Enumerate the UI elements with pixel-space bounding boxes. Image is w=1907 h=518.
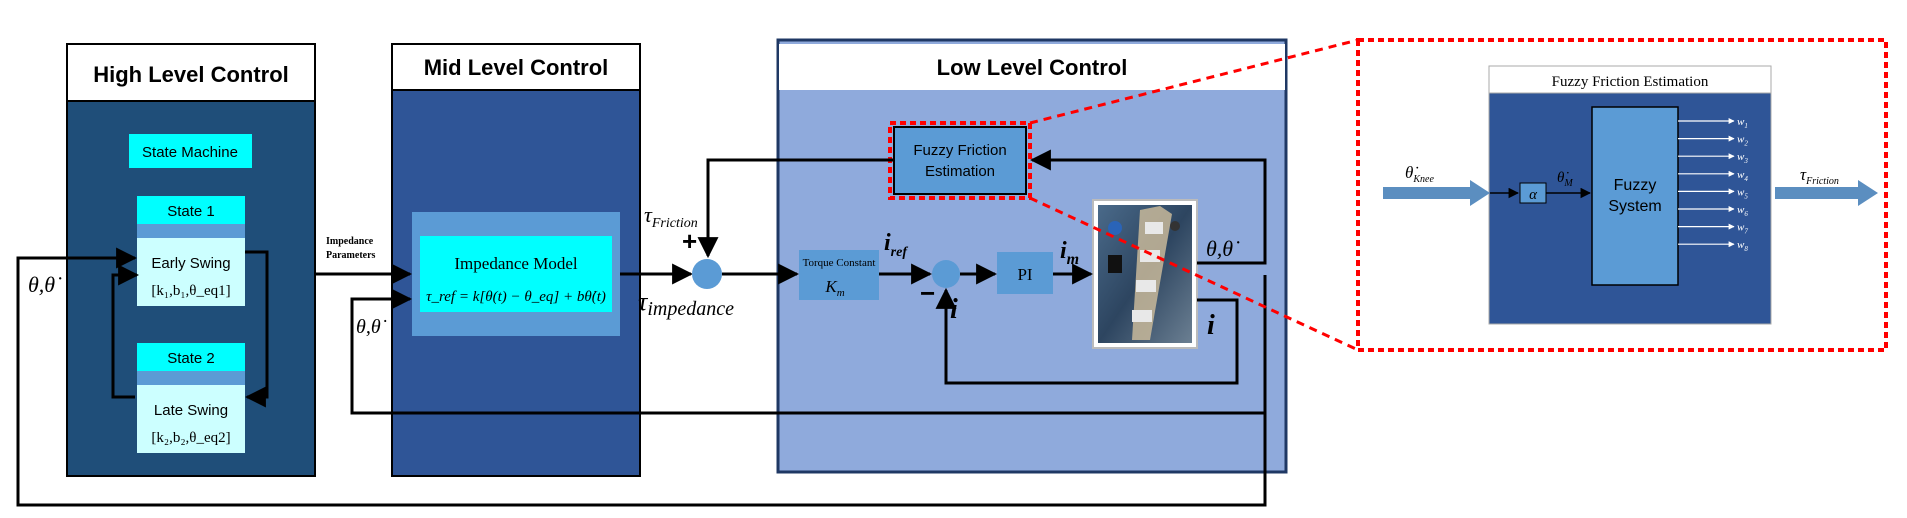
fuzzy-detail-title: Fuzzy Friction Estimation [1552,74,1709,90]
theta-label-left: θ,θ̇ [28,272,62,297]
output-arrow [1775,180,1878,206]
iref-label: iref [884,230,908,260]
low-level-title-box [779,44,1285,90]
transition-left [111,264,140,399]
state1-header: State 1 [167,203,215,220]
fuzzy-system-line2: System [1608,198,1661,215]
state1-body [137,238,245,306]
fuzzy-friction-block [893,126,1027,195]
friction-feedback-wire [697,158,894,259]
outer-feedback-wire [16,247,1267,507]
state1-params: [k₁,b₁,θ_eq1] [151,283,230,299]
fuzzy-detail-panel: Fuzzy Friction Estimation θ̇Knee α θ̇M F… [1356,38,1888,352]
low-level-title: Low Level Control [937,55,1128,80]
weight-label-6: w6 [1737,204,1748,218]
torque-constant-block [799,250,879,300]
impedance-params-line1: Impedance [326,236,374,247]
km-label: Km [824,277,844,299]
knee-prosthesis-photo [1092,199,1198,349]
low-level-control-panel: Low Level Control Fuzzy Friction Estimat… [776,38,1288,474]
fuzzy-detail-title-box [1488,65,1772,94]
fuzzy-system-block [1591,106,1679,286]
output-label: τFriction [1800,165,1839,187]
state2-strip [137,371,245,385]
high-level-title-box [66,43,316,102]
weight-label-2: w2 [1737,134,1748,148]
state1-name: Early Swing [151,255,230,272]
weight-label-3: w3 [1737,151,1748,165]
i-feedback-label: i [950,294,958,325]
mid-level-title-box [391,43,641,91]
mid-level-control-panel: Mid Level Control Impedance Model τ_ref … [391,43,641,477]
plus-sign: + [682,226,697,256]
state2-name: Late Swing [154,402,228,419]
input-arrow [1383,180,1490,206]
weight-outputs: w1 w2 w3 w4 w5 w6 w7 w8 [1678,116,1748,253]
state-machine-box [129,134,252,168]
alpha-label: α [1529,187,1538,203]
fuzzy-system-line1: Fuzzy [1614,177,1657,194]
fuzzy-block-line2: Estimation [925,163,995,180]
torque-constant-label: Torque Constant [803,257,876,269]
impedance-equation: τ_ref = k[θ(t) − θ_eq] + bθ̇(t) [426,289,606,305]
mid-level-title: Mid Level Control [424,55,609,80]
i-robot-label: i [1207,310,1215,341]
current-feedback-wire [935,287,1239,385]
weight-label-4: w4 [1737,169,1748,183]
mid-feedback-wire [350,288,1265,415]
minus-sign: − [920,278,935,308]
fuzzy-block-line1: Fuzzy Friction [913,142,1006,159]
im-label: im [1060,238,1079,268]
tau-impedance-label: τimpedance [638,287,734,320]
high-level-title: High Level Control [93,62,289,87]
pi-label: PI [1017,265,1032,284]
zoom-lines [1029,38,1359,352]
current-sum-junction [932,260,960,288]
state2-header: State 2 [167,350,215,367]
theta-label-mid: θ,θ̇ [356,316,387,338]
impedance-model-label: Impedance Model [454,254,577,273]
signal-wires [16,149,1267,507]
state2-header-box [137,343,245,371]
state-machine-label: State Machine [142,144,238,161]
state2-body [137,385,245,453]
theta-output-wire [1029,149,1267,265]
weight-label-5: w5 [1737,186,1748,200]
impedance-params-line2: Parameters [326,250,376,261]
high-level-control-panel: High Level Control State Machine State 1… [66,43,316,477]
impedance-model-box [420,236,612,312]
transition-right [244,250,269,408]
tau-friction-label: τFriction [644,202,698,231]
state2-params: [k₂,b₂,θ_eq2] [151,430,230,446]
weight-label-8: w8 [1737,239,1748,253]
weight-label-7: w7 [1737,222,1748,236]
state1-strip [137,224,245,238]
torque-sum-junction [692,259,722,289]
weight-label-1: w1 [1737,116,1748,130]
state1-header-box [137,196,245,224]
pi-block [997,252,1053,294]
